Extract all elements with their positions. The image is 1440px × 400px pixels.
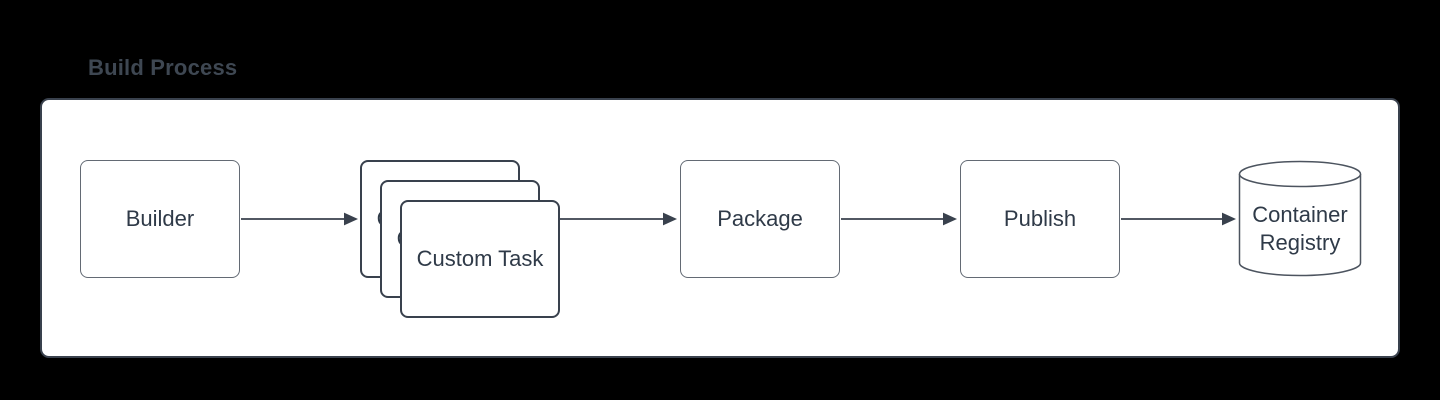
- node-container-registry[interactable]: Container Registry: [1238, 160, 1362, 278]
- node-custom-task[interactable]: Custom Task: [400, 200, 560, 318]
- node-package[interactable]: Package: [680, 160, 840, 278]
- node-publish-label: Publish: [1003, 206, 1077, 231]
- node-package-label: Package: [717, 206, 803, 231]
- node-container-registry-label: Container Registry: [1252, 202, 1348, 255]
- node-builder[interactable]: Builder: [80, 160, 240, 278]
- diagram-title: Build Process: [88, 55, 238, 80]
- node-builder-label: Builder: [125, 206, 195, 231]
- node-custom-task-label: Custom Task: [416, 246, 544, 271]
- database-cylinder-icon: [1238, 160, 1362, 277]
- node-publish[interactable]: Publish: [960, 160, 1120, 278]
